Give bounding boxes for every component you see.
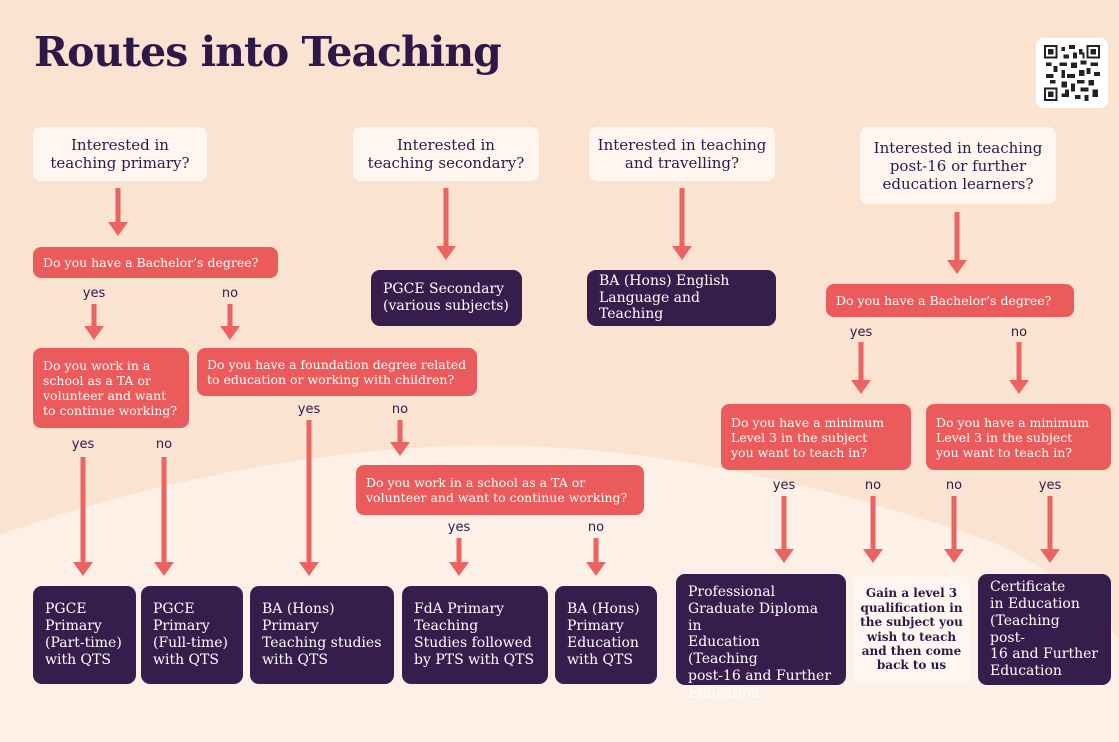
decision-level3-without-degree: Do you have a minimum Level 3 in the sub… [926, 404, 1111, 470]
question-travel: Interested in teaching and travelling? [589, 127, 775, 181]
label-no: no [864, 478, 882, 493]
decision-bachelor-post16: Do you have a Bachelor’s degree? [826, 284, 1074, 317]
question-post16: Interested in teaching post-16 or furthe… [860, 127, 1056, 204]
label-yes: yes [849, 325, 873, 340]
label-no: no [391, 402, 409, 417]
label-yes: yes [772, 478, 796, 493]
outcome-gain-level3: Gain a level 3 qualification in the subj… [853, 576, 970, 683]
decision-foundation-degree: Do you have a foundation degree related … [197, 348, 477, 396]
label-no: no [221, 286, 239, 301]
label-yes: yes [1038, 478, 1062, 493]
question-secondary: Interested in teaching secondary? [353, 127, 539, 181]
decision-level3-with-degree: Do you have a minimum Level 3 in the sub… [721, 404, 911, 470]
label-yes: yes [447, 520, 471, 535]
outcome-pgce-part-time[interactable]: PGCE Primary (Part-time) with QTS [33, 586, 136, 684]
label-no: no [1010, 325, 1028, 340]
outcome-pgce-full-time[interactable]: PGCE Primary (Full-time) with QTS [141, 586, 243, 684]
outcome-pgce-secondary[interactable]: PGCE Secondary (various subjects) [371, 270, 522, 326]
label-no: no [155, 437, 173, 452]
decision-bachelor-primary: Do you have a Bachelor’s degree? [33, 247, 278, 278]
outcome-ba-primary-education[interactable]: BA (Hons) Primary Education with QTS [555, 586, 657, 684]
label-no: no [945, 478, 963, 493]
outcome-fda-primary[interactable]: FdA Primary Teaching Studies followed by… [402, 586, 548, 684]
outcome-ba-english[interactable]: BA (Hons) English Language and Teaching [587, 270, 776, 326]
outcome-certificate-education[interactable]: Certificate in Education (Teaching post-… [978, 574, 1111, 685]
label-no: no [587, 520, 605, 535]
label-yes: yes [71, 437, 95, 452]
question-primary: Interested in teaching primary? [33, 127, 207, 181]
label-yes: yes [297, 402, 321, 417]
outcome-ba-teaching-studies[interactable]: BA (Hons) Primary Teaching studies with … [250, 586, 394, 684]
page-title: Routes into Teaching [34, 28, 502, 76]
outcome-pgde[interactable]: Professional Graduate Diploma in Educati… [676, 574, 846, 701]
label-yes: yes [82, 286, 106, 301]
decision-ta-foundation: Do you work in a school as a TA or volun… [356, 465, 644, 515]
decision-ta-school: Do you work in a school as a TA or volun… [33, 348, 189, 428]
qr-code-icon[interactable] [1036, 38, 1108, 108]
